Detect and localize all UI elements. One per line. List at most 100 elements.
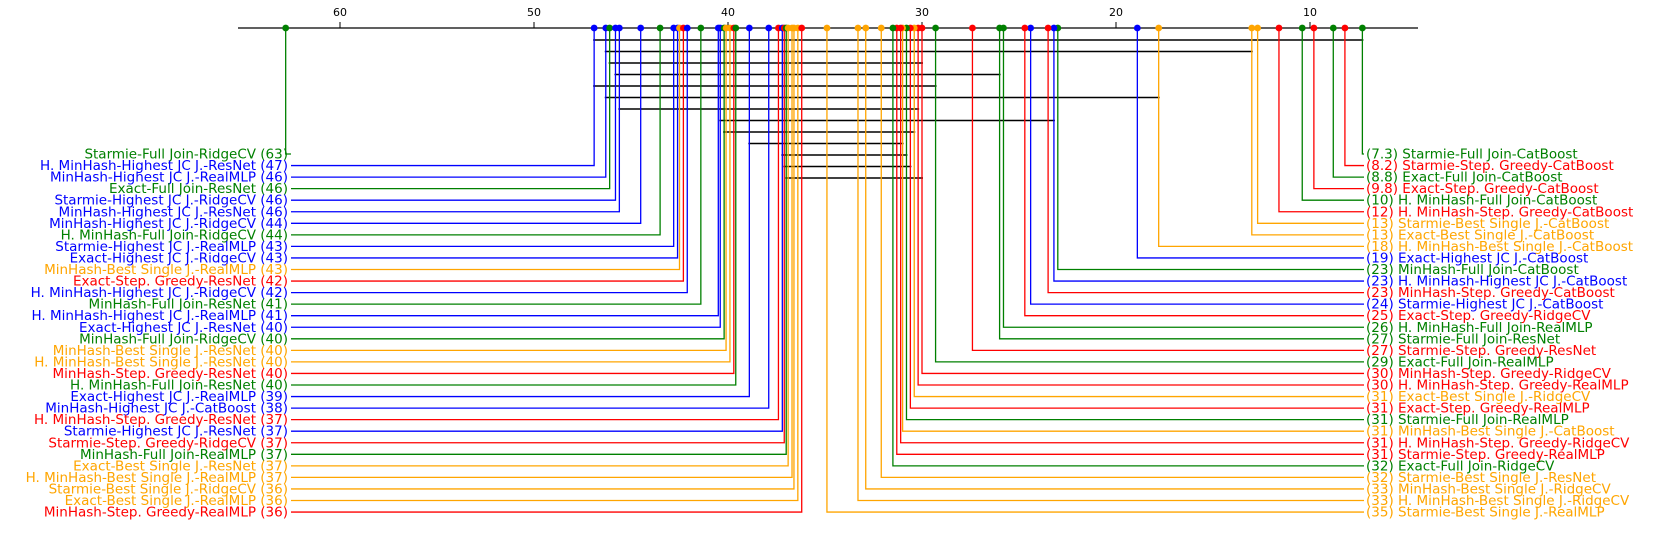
- method-label: (12) H. MinHash-Step. Greedy-CatBoost: [1366, 204, 1633, 220]
- rank-connector: [880, 28, 1364, 479]
- method-label: (31) H. MinHash-Step. Greedy-RidgeCV: [1366, 435, 1630, 451]
- method-label: H. MinHash-Full Join-RidgeCV (44): [61, 227, 288, 243]
- method-label: Starmie-Highest JC J.-RidgeCV (46): [54, 193, 288, 209]
- rank-connector: [1158, 28, 1364, 248]
- rank-connector: [291, 28, 721, 328]
- axis-tick-label: 60: [333, 6, 347, 19]
- rank-connector: [291, 28, 661, 236]
- method-label: H. MinHash-Highest JC J.-RidgeCV (42): [31, 285, 288, 301]
- rank-connector: [291, 28, 799, 502]
- rank-connector: [291, 28, 737, 386]
- rank-marker: [590, 24, 598, 32]
- rank-connector: [291, 28, 789, 467]
- rank-connector: [1256, 28, 1364, 224]
- rank-marker: [1050, 24, 1058, 32]
- method-label: Exact-Step. Greedy-ResNet (42): [73, 274, 288, 290]
- rank-marker: [1298, 24, 1306, 32]
- rank-connector: [1301, 28, 1364, 201]
- rank-connector: [1002, 28, 1364, 328]
- method-label: (25) Exact-Step. Greedy-RidgeCV: [1366, 308, 1591, 324]
- method-label: MinHash-Highest JC J.-CatBoost (38): [45, 401, 288, 417]
- method-label: Starmie-Highest JC J.-RealMLP (43): [55, 239, 288, 255]
- axis-tick-label: 20: [1109, 6, 1123, 19]
- rank-connector: [291, 28, 607, 178]
- rank-connector: [291, 28, 727, 352]
- rank-connector: [291, 28, 770, 409]
- rank-connector: [291, 28, 795, 490]
- method-label: H. MinHash-Step. Greedy-ResNet (37): [34, 412, 288, 428]
- left-entries: Starmie-Full Join-RidgeCV (63) H. MinHash…: [26, 24, 806, 521]
- rank-connector: [826, 28, 1364, 513]
- rank-connector: [1278, 28, 1364, 213]
- rank-connector: [291, 28, 785, 444]
- rank-connector: [1344, 28, 1364, 167]
- method-label: Starmie-Step. Greedy-RidgeCV (37): [48, 435, 288, 451]
- rank-connector: [291, 28, 685, 282]
- method-label: MinHash-Step. Greedy-ResNet (40): [53, 366, 289, 382]
- rank-marker: [1254, 24, 1262, 32]
- method-label: Exact-Full Join-ResNet (46): [109, 181, 288, 197]
- method-label: (24) Starmie-Highest JC J.-CatBoost: [1366, 297, 1603, 313]
- rank-connector: [291, 28, 731, 363]
- method-label: (30) H. MinHash-Step. Greedy-RealMLP: [1366, 378, 1629, 394]
- rank-connector: [1057, 28, 1364, 271]
- rank-connector: [291, 28, 621, 213]
- rank-connector: [291, 28, 681, 271]
- rank-connector: [1332, 28, 1364, 178]
- rank-connector: [291, 28, 725, 340]
- rank-connector: [291, 28, 617, 201]
- rank-marker: [683, 24, 691, 32]
- rank-connector: [892, 28, 1364, 467]
- rank-marker: [1021, 24, 1029, 32]
- rank-connector: [291, 28, 719, 317]
- rank-marker: [615, 24, 623, 32]
- method-label: Exact-Highest JC J.-RidgeCV (43): [70, 250, 288, 266]
- method-label: (19) Exact-Highest JC J.-CatBoost: [1366, 250, 1588, 266]
- method-label: MinHash-Highest JC J.-RealMLP (46): [50, 170, 288, 186]
- rank-connector: [291, 28, 702, 305]
- method-label: (23) H. MinHash-Highest JC J.-CatBoost: [1366, 274, 1627, 290]
- rank-marker: [1155, 24, 1163, 32]
- method-label: MinHash-Best Single J.-ResNet (40): [53, 343, 288, 359]
- rank-marker: [1248, 24, 1256, 32]
- clique-bars: [593, 39, 1364, 179]
- rank-marker: [1341, 24, 1349, 32]
- method-label: (13) Exact-Best Single J.-CatBoost: [1366, 227, 1594, 243]
- rank-connector: [865, 28, 1364, 490]
- method-label: (32) Starmie-Best Single J.-ResNet: [1366, 470, 1596, 486]
- rank-marker: [1027, 24, 1035, 32]
- method-label: MinHash-Full Join-ResNet (41): [89, 297, 288, 313]
- axis-tick-label: 50: [527, 6, 541, 19]
- method-label: (23) MinHash-Step. Greedy-CatBoost: [1366, 285, 1615, 301]
- method-label: H. MinHash-Highest JC J.-RealMLP (41): [31, 308, 288, 324]
- method-label: Starmie-Full Join-RidgeCV (63): [84, 147, 288, 163]
- method-label: H. MinHash-Full Join-ResNet (40): [70, 378, 288, 394]
- rank-marker: [854, 24, 862, 32]
- rank-connector: [291, 28, 679, 259]
- method-label: (35) Starmie-Best Single J.-RealMLP: [1366, 505, 1605, 521]
- method-label: (10) H. MinHash-Full Join-CatBoost: [1366, 193, 1597, 209]
- rank-marker: [1133, 24, 1141, 32]
- axis-tick-label: 30: [915, 6, 929, 19]
- rank-connector: [285, 28, 291, 155]
- method-label: (33) H. MinHash-Best Single J.-RidgeCV: [1366, 493, 1630, 509]
- rank-connector: [291, 28, 675, 248]
- rank-marker: [745, 24, 753, 32]
- rank-connector: [896, 28, 1364, 455]
- rank-marker: [765, 24, 773, 32]
- rank-connector: [998, 28, 1364, 340]
- rank-connector: [291, 28, 595, 167]
- rank-marker: [862, 24, 870, 32]
- rank-marker: [637, 24, 645, 32]
- method-label: Exact-Best Single J.-RealMLP (36): [65, 493, 288, 509]
- rank-marker: [932, 24, 939, 32]
- rank-connector: [1029, 28, 1364, 305]
- rank-marker: [969, 24, 976, 32]
- rank-marker: [656, 24, 664, 32]
- rank-connector: [1024, 28, 1364, 317]
- rank-marker: [1044, 24, 1052, 32]
- rank-connector: [857, 28, 1364, 502]
- right-entries: (7.3) Starmie-Full Join-CatBoost(8.2) St…: [823, 24, 1633, 521]
- method-label: (9.8) Exact-Step. Greedy-CatBoost: [1366, 181, 1599, 197]
